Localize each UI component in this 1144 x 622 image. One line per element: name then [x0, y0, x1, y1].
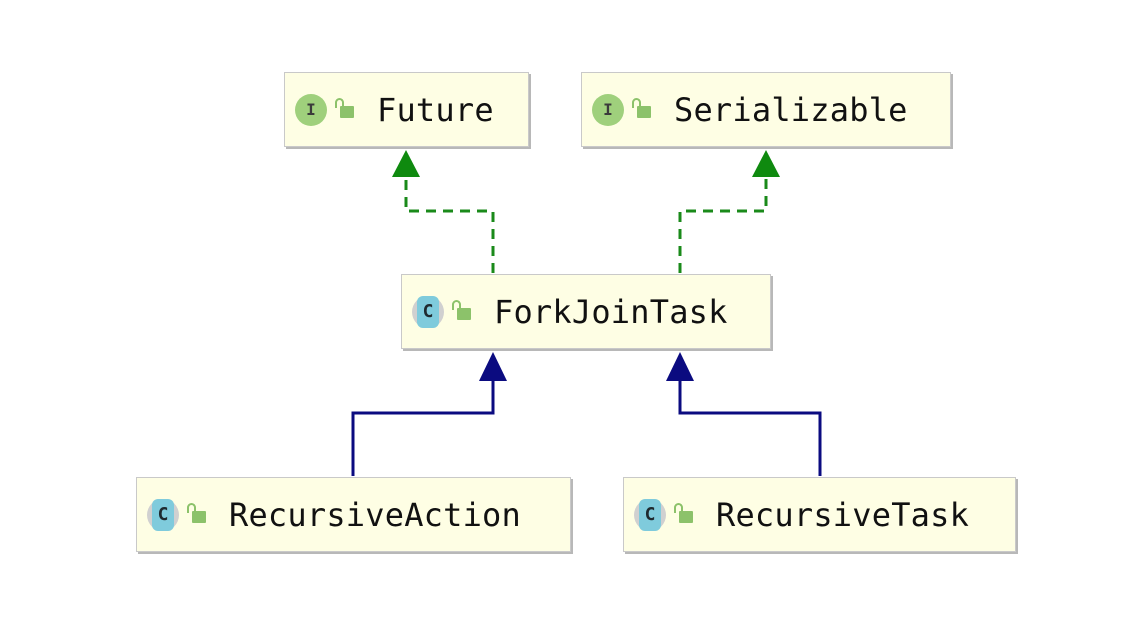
- node-label: ForkJoinTask: [494, 292, 728, 331]
- node-label: RecursiveAction: [229, 495, 521, 534]
- class-icon: C: [412, 295, 444, 328]
- class-icon-letter: C: [152, 498, 174, 531]
- edge-forkjointask-implements-serializable: [678, 150, 780, 273]
- extends-arrowhead: [666, 352, 694, 381]
- edge-recursivetask-extends-forkjointask: [666, 352, 822, 476]
- extends-arrowhead: [479, 352, 507, 381]
- node-label: Future: [377, 90, 494, 129]
- unlocked-padlock-icon: [450, 299, 476, 325]
- edge-recursiveaction-extends-forkjointask: [351, 352, 507, 476]
- node-serializable[interactable]: I Serializable: [581, 72, 951, 147]
- edge-forkjointask-implements-future: [392, 150, 495, 273]
- class-icon-letter: C: [417, 295, 439, 328]
- node-label: RecursiveTask: [716, 495, 970, 534]
- class-icon-letter: C: [639, 498, 661, 531]
- node-recursivetask[interactable]: C RecursiveTask: [623, 477, 1016, 552]
- class-icon: C: [634, 498, 666, 531]
- implements-arrowhead: [392, 150, 420, 177]
- node-future[interactable]: I Future: [284, 72, 529, 147]
- unlocked-padlock-icon: [672, 502, 698, 528]
- node-recursiveaction[interactable]: C RecursiveAction: [136, 477, 571, 552]
- unlocked-padlock-icon: [185, 502, 211, 528]
- node-label: Serializable: [674, 90, 908, 129]
- unlocked-padlock-icon: [333, 97, 359, 123]
- class-icon: C: [147, 498, 179, 531]
- interface-icon: I: [592, 93, 624, 126]
- interface-icon: I: [295, 93, 327, 126]
- unlocked-padlock-icon: [630, 97, 656, 123]
- implements-arrowhead: [752, 150, 780, 177]
- node-forkjointask[interactable]: C ForkJoinTask: [401, 274, 771, 349]
